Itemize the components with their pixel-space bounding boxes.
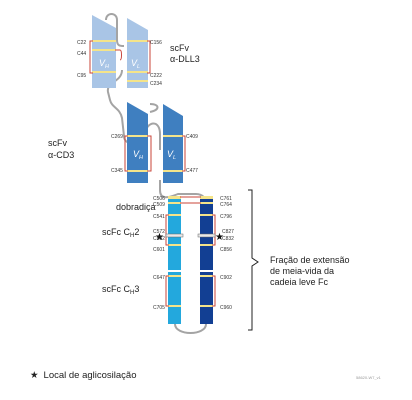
scfv-dll3-label-line1: scFv: [170, 43, 189, 53]
residue-label: C234: [150, 81, 162, 87]
residue-label: C796: [220, 214, 232, 220]
residue-label: C44: [77, 51, 86, 57]
cd3-vl-label: VL: [167, 149, 176, 161]
residue-label: C647: [153, 275, 165, 281]
dll3-vh-domain: [92, 15, 116, 88]
residue-label: C22: [77, 40, 86, 46]
residue-label: C960: [220, 305, 232, 311]
cd3-disulfide-bonds: [124, 135, 186, 172]
fraction-label-line2: de meia-vida da: [270, 266, 334, 276]
fraction-bracket: [248, 189, 259, 331]
residue-label: C222: [150, 73, 162, 79]
figure-code: 58620-W7_v1: [356, 375, 381, 380]
cd3-disulfide-bands: [127, 135, 183, 172]
residue-label: C832: [222, 236, 234, 242]
residue-label: C269: [111, 134, 123, 140]
cd3-vl-domain: [163, 104, 183, 183]
scfc-ch2-label: scFc CH2: [102, 227, 139, 239]
dll3-vh-label: VH: [99, 58, 109, 70]
fc-disulfide-bands: [168, 214, 213, 307]
dll3-disulfide-bands: [92, 40, 148, 82]
aglycosylation-star-icon: ★: [215, 232, 224, 243]
hinge-label: dobradiça: [116, 202, 156, 212]
legend: ★ Local de aglicosilação: [30, 370, 136, 381]
peptide-linker: [149, 103, 159, 113]
residue-label: C764: [220, 202, 232, 208]
dll3-vl-label: VL: [131, 58, 140, 70]
peptide-linker: [159, 180, 207, 207]
residue-label: C95: [77, 73, 86, 79]
residue-label: C902: [220, 275, 232, 281]
star-icon: ★: [30, 370, 39, 381]
aglycosylation-star-icon: ★: [155, 232, 164, 243]
dll3-disulfide-bonds: [89, 40, 151, 74]
residue-label: C541: [153, 214, 165, 220]
residue-label: C506: [153, 196, 165, 202]
fc-left-chain: [168, 196, 181, 324]
scfv-cd3-label-line1: scFv: [48, 138, 67, 148]
residue-label: C856: [220, 247, 232, 253]
fc-disulfide-bonds: [165, 196, 216, 307]
scfv-cd3-label-line2: α-CD3: [48, 150, 74, 160]
residue-label: C761: [220, 196, 232, 202]
residue-label: C601: [153, 247, 165, 253]
dll3-vl-domain: [127, 18, 148, 88]
residue-label: C705: [153, 305, 165, 311]
fc-right-chain: [200, 196, 213, 324]
fc-hinge-bands: [168, 196, 213, 204]
cd3-vh-domain: [127, 102, 148, 183]
fc-linker: [174, 323, 207, 334]
legend-text: Local de aglicosilação: [43, 370, 137, 381]
cd3-vh-label: VH: [133, 149, 143, 161]
fraction-label-line3: cadeia leve Fc: [270, 277, 329, 287]
scfv-dll3-label-line2: α-DLL3: [170, 54, 200, 64]
residue-label: C409: [186, 134, 198, 140]
residue-label: C477: [186, 168, 198, 174]
fraction-label-line1: Fração de extensão: [270, 255, 350, 265]
residue-label: C582: [153, 236, 165, 242]
residue-label: C827: [222, 229, 234, 235]
residue-label: C572: [153, 229, 165, 235]
residue-label: C509: [153, 202, 165, 208]
residue-label: C345: [111, 168, 123, 174]
scfc-ch3-label: scFc CH3: [102, 284, 139, 296]
fc-domain-gaps: [168, 270, 213, 272]
fc-glycosylation-bars: [165, 233, 216, 238]
residue-label: C156: [150, 40, 162, 46]
peptide-linker: [105, 13, 125, 47]
